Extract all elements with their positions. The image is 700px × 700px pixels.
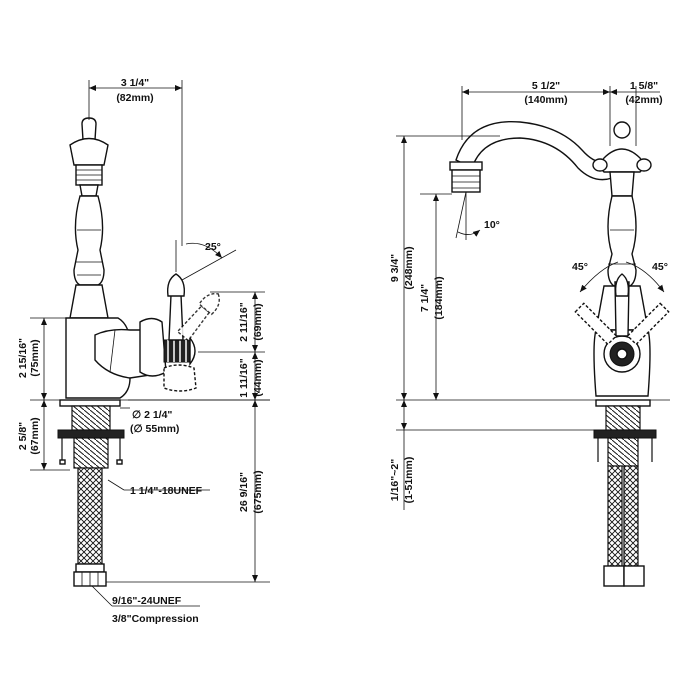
right-column xyxy=(592,121,652,287)
height-1-11-16-metric: (44mm) xyxy=(252,359,264,396)
dim-base-diameter: ∅ 2 1/4" (∅ 55mm) xyxy=(120,407,179,435)
dim-right-heights: 9 3/4" (248mm) 7 1/4" (184mm) xyxy=(389,135,500,400)
left-view: 3 1/4" (82mm) 25° 2 11/16" (69mm) 1 11/1… xyxy=(17,77,270,625)
overall-height-value: 9 3/4" xyxy=(389,254,401,282)
hose-length-metric: (675mm) xyxy=(252,470,264,513)
width-top-value: 3 1/4" xyxy=(121,77,149,89)
right-view: 5 1/2" (140mm) 1 5/8" (42mm) 10° 9 3/4" … xyxy=(389,80,670,587)
dim-deck-thickness: 1/16"~2" (1-51mm) xyxy=(389,400,596,510)
height-2-15-16-value: 2 15/16" xyxy=(17,338,29,378)
dim-left-heights: 2 15/16" (75mm) 2 5/8" (67mm) xyxy=(17,317,70,471)
spout-height-metric: (184mm) xyxy=(433,276,445,319)
height-1-11-16-value: 1 11/16" xyxy=(238,358,250,397)
height-2-11-16-metric: (69mm) xyxy=(252,303,264,340)
compression-label: 3/8"Compression xyxy=(112,613,199,625)
spout-height-value: 7 1/4" xyxy=(419,284,431,312)
thread-shank-label: 1 1/4"-18UNEF xyxy=(130,485,203,497)
height-2-5-8-metric: (67mm) xyxy=(29,417,41,454)
callout-supply: 9/16"-24UNEF 3/8"Compression xyxy=(91,585,200,625)
base-diameter-value: ∅ 2 1/4" xyxy=(132,409,172,421)
width-top-metric: (82mm) xyxy=(116,92,153,104)
left-finial xyxy=(69,117,109,197)
dim-hose-length: 26 9/16" (675mm) xyxy=(106,399,270,583)
left-body-column xyxy=(69,195,109,319)
thread-supply-label: 9/16"-24UNEF xyxy=(112,595,182,607)
base-diameter-metric: (∅ 55mm) xyxy=(130,423,179,435)
handle-angle-right-label: 45° xyxy=(652,261,668,273)
left-shank xyxy=(57,399,125,469)
right-hoses xyxy=(603,465,645,587)
dim-reach: 5 1/2" (140mm) 1 5/8" (42mm) xyxy=(461,80,663,146)
right-base-body xyxy=(574,273,670,397)
dim-spout-angle: 10° xyxy=(455,191,500,240)
hose-length-value: 26 9/16" xyxy=(238,472,250,512)
deck-thickness-metric: (1-51mm) xyxy=(403,457,415,504)
body-width-value: 1 5/8" xyxy=(630,80,658,92)
left-base-body xyxy=(65,317,151,399)
left-hose xyxy=(73,467,107,587)
left-handle xyxy=(139,273,220,392)
right-spout xyxy=(449,120,613,193)
dim-right-heights: 2 11/16" (69mm) 1 11/16" (44mm) xyxy=(198,291,265,400)
overall-height-metric: (248mm) xyxy=(403,246,415,289)
reach-value: 5 1/2" xyxy=(532,80,560,92)
dim-width-top: 3 1/4" (82mm) xyxy=(88,77,183,246)
height-2-11-16-value: 2 11/16" xyxy=(238,302,250,341)
body-width-metric: (42mm) xyxy=(625,94,662,106)
right-shank xyxy=(593,399,657,467)
handle-angle-label: 25° xyxy=(205,241,221,253)
dim-handle-angles: 45° 45° xyxy=(572,261,668,293)
handle-angle-left-label: 45° xyxy=(572,261,588,273)
deck-thickness-value: 1/16"~2" xyxy=(389,459,401,501)
height-2-15-16-metric: (75mm) xyxy=(29,339,41,376)
dim-handle-angle: 25° xyxy=(175,240,237,281)
reach-metric: (140mm) xyxy=(524,94,567,106)
spout-angle-label: 10° xyxy=(484,219,500,231)
height-2-5-8-value: 2 5/8" xyxy=(17,422,29,450)
callout-thread-shank: 1 1/4"-18UNEF xyxy=(107,479,210,497)
